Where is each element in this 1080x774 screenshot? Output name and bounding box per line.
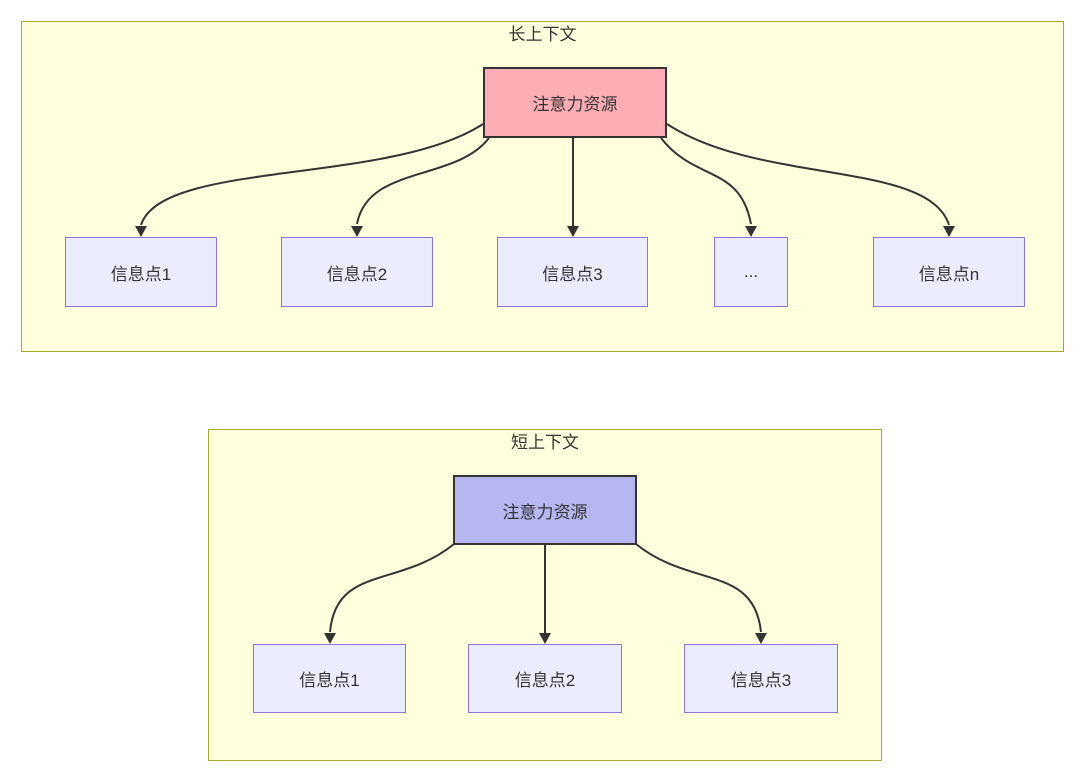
long-attention-node: 注意力资源 [483,67,667,138]
long-context-title: 长上下文 [508,25,577,44]
short-info-node-1: 信息点1 [253,644,406,713]
long-info-node-ellipsis: ... [714,237,788,307]
long-info-node-1: 信息点1 [65,237,217,307]
long-info-node-2: 信息点2 [281,237,433,307]
long-info-node-3: 信息点3 [497,237,648,307]
short-context-title: 短上下文 [511,433,579,452]
short-info-node-2: 信息点2 [468,644,622,713]
long-info-node-n: 信息点n [873,237,1025,307]
short-attention-node: 注意力资源 [453,475,637,545]
short-info-node-3: 信息点3 [684,644,838,713]
